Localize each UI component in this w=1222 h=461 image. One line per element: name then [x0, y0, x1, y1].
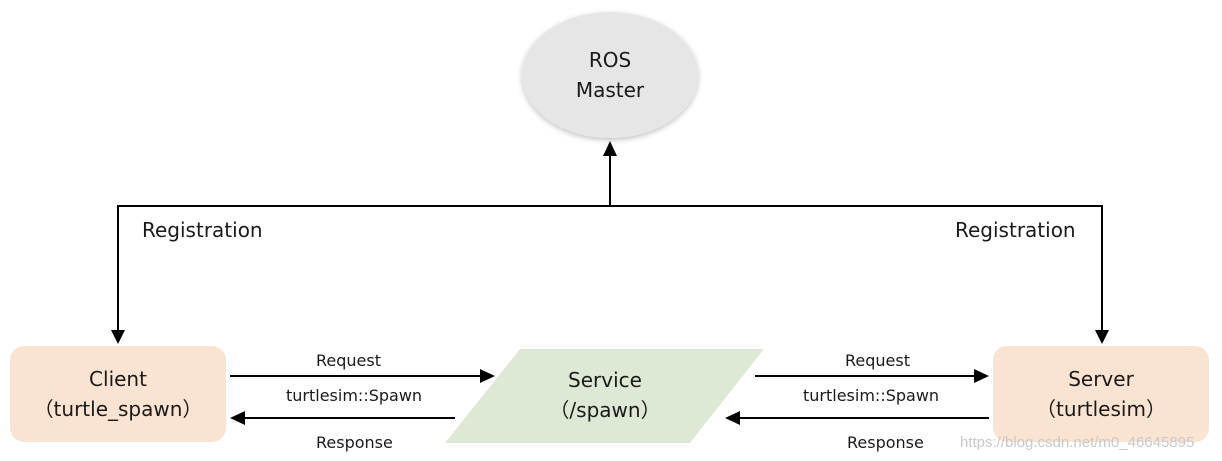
- service-label: Service （/spawn）: [505, 365, 705, 425]
- client-node: [10, 346, 226, 442]
- right-request-label: Request: [845, 351, 910, 370]
- left-request-label: Request: [316, 351, 381, 370]
- server-line2: （turtlesim）: [1036, 397, 1166, 421]
- service-line1: Service: [568, 368, 642, 392]
- right-request-arrowhead: [974, 369, 989, 383]
- server-line1: Server: [1068, 367, 1134, 391]
- ros-master-line2: Master: [575, 78, 645, 102]
- ros-master-node: [522, 12, 698, 138]
- client-line2: （turtle_spawn）: [33, 397, 203, 421]
- left-request-arrowhead: [480, 369, 495, 383]
- left-type-label: turtlesim::Spawn: [286, 386, 423, 405]
- master-arrowhead: [603, 141, 617, 156]
- server-registration-arrowhead: [1095, 330, 1109, 344]
- ros-master-line1: ROS: [588, 48, 632, 72]
- server-registration-label: Registration: [955, 218, 1076, 242]
- client-registration-arrowhead: [111, 330, 125, 344]
- right-type-label: turtlesim::Spawn: [803, 386, 940, 405]
- server-label: Server （turtlesim）: [993, 364, 1209, 424]
- left-response-label: Response: [316, 433, 393, 452]
- watermark: https://blog.csdn.net/m0_46645895: [960, 434, 1195, 451]
- client-line1: Client: [89, 367, 147, 391]
- client-label: Client （turtle_spawn）: [10, 364, 226, 424]
- right-response-label: Response: [847, 433, 924, 452]
- left-response-arrowhead: [230, 411, 245, 425]
- service-node: [445, 349, 764, 443]
- server-node: [993, 346, 1209, 442]
- ros-master-label: ROS Master: [540, 45, 680, 105]
- right-response-arrowhead: [725, 411, 740, 425]
- service-line2: （/spawn）: [549, 398, 661, 422]
- client-registration-label: Registration: [142, 218, 263, 242]
